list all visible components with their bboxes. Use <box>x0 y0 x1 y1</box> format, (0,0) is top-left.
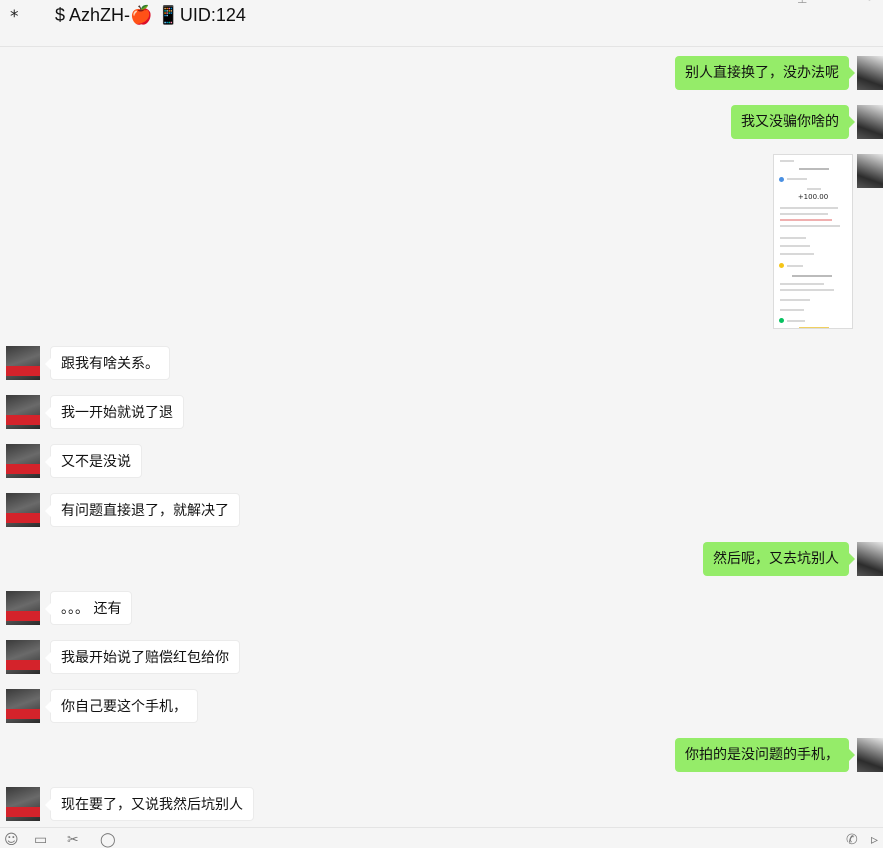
star-mark: * <box>10 7 19 27</box>
contact-avatar[interactable] <box>6 591 40 625</box>
message-row-image: +100.00 <box>763 154 883 330</box>
video-call-icon[interactable]: ▹ <box>871 832 879 848</box>
message-row: 然后呢，又去坑别人 <box>483 542 883 576</box>
chat-history-icon[interactable]: ◯ <box>100 832 116 848</box>
message-bubble-outgoing[interactable]: 然后呢，又去坑别人 <box>703 542 855 576</box>
more-icon[interactable]: ◦ <box>866 0 873 6</box>
screenshot-image-message[interactable]: +100.00 <box>773 154 853 329</box>
emoji-icon[interactable]: ☺ <box>4 832 19 848</box>
message-row: 我最开始说了赔偿红包给你 <box>6 640 406 674</box>
message-row: 我又没骗你啥的 <box>483 105 883 139</box>
my-avatar[interactable] <box>857 56 883 90</box>
message-row: 又不是没说 <box>6 444 406 478</box>
message-row: 你自己要这个手机， <box>6 689 406 723</box>
message-bubble-incoming[interactable]: 跟我有啥关系。 <box>45 346 170 380</box>
pin-icon[interactable]: ⊥ <box>797 0 807 6</box>
message-row: 有问题直接退了，就解决了 <box>6 493 406 527</box>
my-avatar[interactable] <box>857 154 883 188</box>
message-bubble-incoming[interactable]: 。。。 还有 <box>44 591 133 625</box>
message-row: 别人直接换了，没办法呢 <box>483 56 883 90</box>
scissors-icon[interactable]: ✂ <box>67 832 79 848</box>
message-bubble-outgoing[interactable]: 我又没骗你啥的 <box>731 105 855 139</box>
payment-amount: +100.00 <box>797 193 829 201</box>
my-avatar[interactable] <box>857 105 883 139</box>
message-row: 跟我有啥关系。 <box>6 346 406 380</box>
message-bubble-incoming[interactable]: 现在要了，又说我然后坑别人 <box>45 787 254 821</box>
contact-avatar[interactable] <box>6 787 40 821</box>
message-bubble-incoming[interactable]: 你自己要这个手机， <box>45 689 198 723</box>
message-row: 你拍的是没问题的手机， <box>483 738 883 772</box>
message-bubble-incoming[interactable]: 又不是没说 <box>45 444 142 478</box>
voice-call-icon[interactable]: ✆ <box>846 832 858 848</box>
chat-header: * $ AzhZH-🍎 📱UID:124 ⊥ ◦ <box>0 0 883 47</box>
message-bubble-incoming[interactable]: 我最开始说了赔偿红包给你 <box>45 640 240 674</box>
my-avatar[interactable] <box>857 542 883 576</box>
contact-avatar[interactable] <box>6 640 40 674</box>
contact-avatar[interactable] <box>6 493 40 527</box>
contact-avatar[interactable] <box>6 444 40 478</box>
contact-avatar[interactable] <box>6 689 40 723</box>
message-bubble-outgoing[interactable]: 别人直接换了，没办法呢 <box>675 56 855 90</box>
message-bubble-incoming[interactable]: 有问题直接退了，就解决了 <box>45 493 240 527</box>
chat-title[interactable]: $ AzhZH-🍎 📱UID:124 <box>55 5 246 25</box>
contact-avatar[interactable] <box>6 395 40 429</box>
message-row: 。。。 还有 <box>6 591 406 625</box>
folder-icon[interactable]: ▭ <box>34 832 48 848</box>
message-bubble-outgoing[interactable]: 你拍的是没问题的手机， <box>675 738 855 772</box>
my-avatar[interactable] <box>857 738 883 772</box>
input-toolbar: ☺ ▭ ✂ ◯ ✆ ▹ <box>0 827 883 848</box>
message-bubble-incoming[interactable]: 我一开始就说了退 <box>45 395 184 429</box>
message-row: 我一开始就说了退 <box>6 395 406 429</box>
contact-avatar[interactable] <box>6 346 40 380</box>
message-row: 现在要了，又说我然后坑别人 <box>6 787 406 821</box>
